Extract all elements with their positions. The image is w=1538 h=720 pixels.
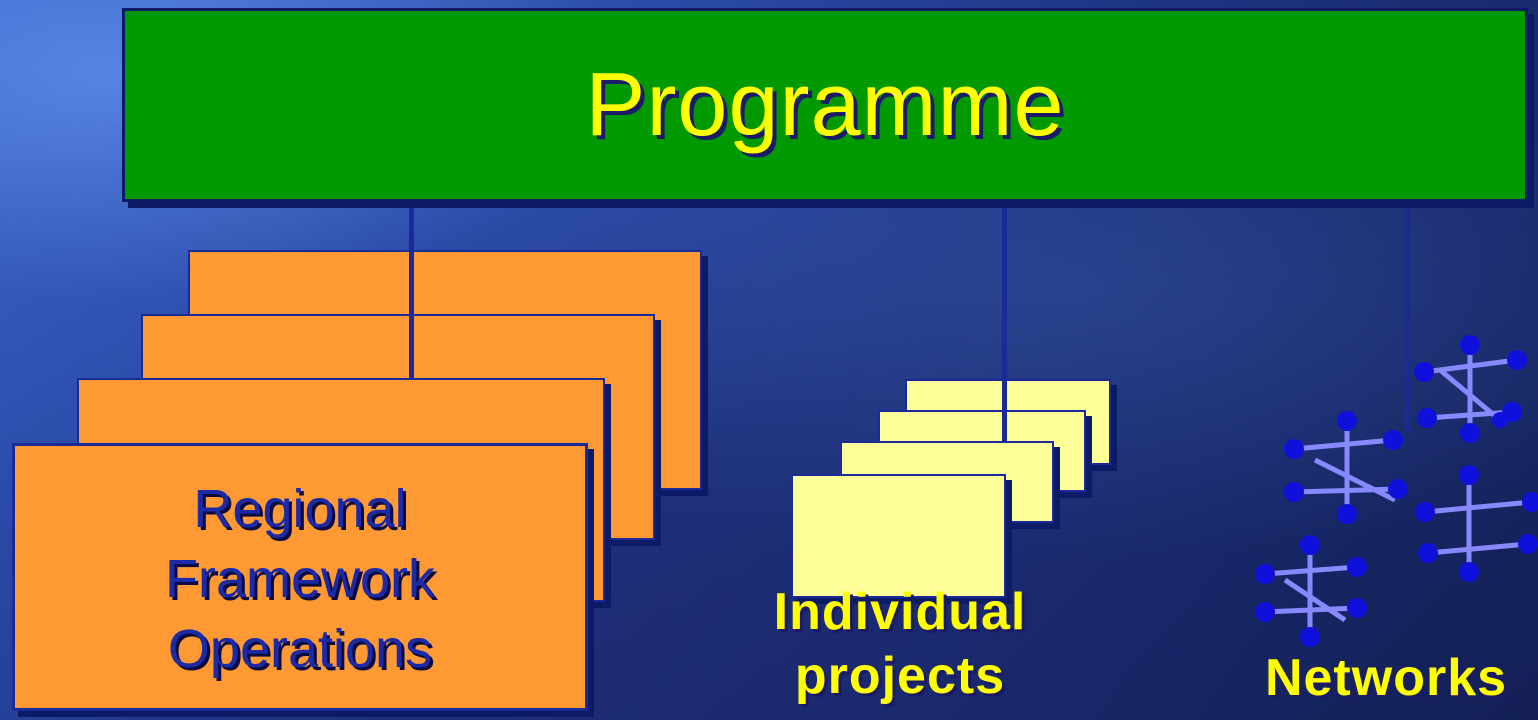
rfo-card-front (12, 443, 588, 711)
rfo-label: Regional Framework Operations (14, 448, 586, 710)
individual-projects-label: Individual projects (700, 580, 1100, 708)
network-cluster-bottom-left (1255, 535, 1367, 647)
rfo-label-line-2: Framework (164, 549, 436, 609)
programme-title: Programme (585, 54, 1065, 155)
rfo-label-line-3: Operations (167, 619, 433, 679)
connector-line-rfo-overlay-2 (409, 314, 414, 380)
rfo-label-line-1: Regional (193, 479, 407, 539)
project-card-front (791, 474, 1006, 598)
individual-projects-line-1: Individual (773, 583, 1027, 641)
programme-box: Programme (122, 8, 1528, 202)
connector-line-networks (1405, 200, 1410, 432)
individual-projects-line-2: projects (794, 647, 1006, 705)
networks-label: Networks (1264, 649, 1508, 707)
connector-line-projects-overlay (1002, 379, 1007, 441)
connector-line-rfo-overlay (409, 250, 414, 314)
network-cluster-top-right (1414, 335, 1527, 443)
network-cluster-middle-right (1415, 465, 1538, 582)
network-cluster-middle-left (1284, 411, 1408, 524)
connector-line-projects (1002, 200, 1007, 442)
